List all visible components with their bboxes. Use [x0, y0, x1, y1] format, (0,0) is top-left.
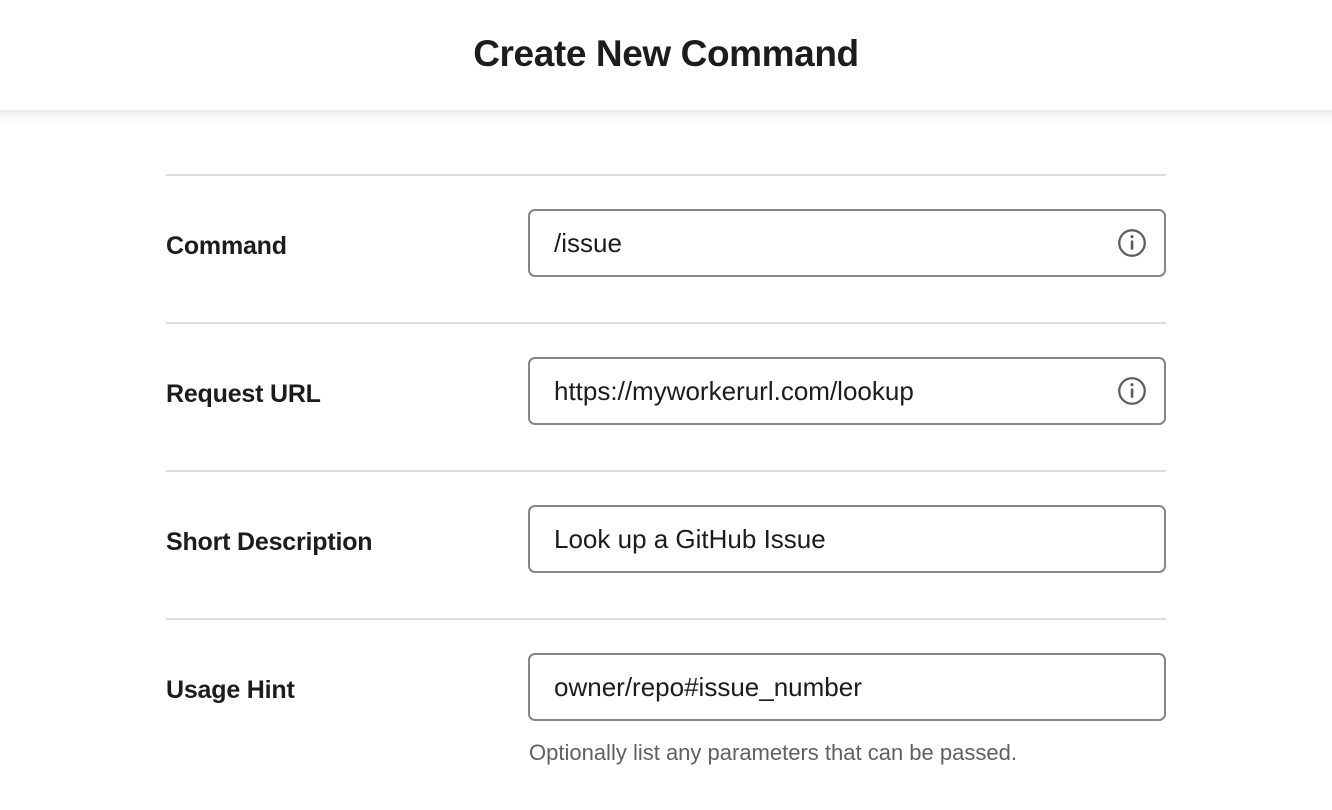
page-title: Create New Command: [473, 32, 859, 74]
input-wrapper-request-url: [528, 357, 1166, 425]
input-wrapper-short-description: [528, 505, 1166, 573]
form-row-request-url: Request URL: [166, 324, 1166, 470]
input-column: [528, 176, 1166, 277]
form-row-usage-hint: Usage Hint Optionally list any parameter…: [166, 620, 1166, 776]
modal-header: Create New Command: [0, 0, 1332, 124]
form-row-short-description: Short Description: [166, 472, 1166, 618]
input-column: [528, 472, 1166, 573]
field-label-request-url: Request URL: [166, 380, 321, 408]
input-column: Optionally list any parameters that can …: [528, 620, 1166, 766]
input-wrapper-usage-hint: [528, 653, 1166, 721]
request-url-input[interactable]: [528, 357, 1166, 425]
label-column: Request URL: [166, 324, 528, 409]
label-column: Command: [166, 176, 528, 261]
modal-body: Command Request URL: [0, 110, 1332, 776]
divider: [166, 322, 1166, 324]
field-label-usage-hint: Usage Hint: [166, 676, 295, 704]
input-wrapper-command: [528, 209, 1166, 277]
command-form: Command Request URL: [166, 174, 1166, 776]
command-input[interactable]: [528, 209, 1166, 277]
usage-hint-helper-text: Optionally list any parameters that can …: [529, 740, 1017, 765]
info-circle-icon[interactable]: [1117, 228, 1147, 258]
divider: [166, 470, 1166, 472]
divider: [166, 618, 1166, 620]
info-circle-icon[interactable]: [1117, 376, 1147, 406]
short-description-input[interactable]: [528, 505, 1166, 573]
divider: [166, 174, 1166, 176]
usage-hint-input[interactable]: [528, 653, 1166, 721]
input-column: [528, 324, 1166, 425]
label-column: Short Description: [166, 472, 528, 557]
field-label-short-description: Short Description: [166, 528, 373, 556]
label-column: Usage Hint: [166, 620, 528, 705]
form-row-command: Command: [166, 176, 1166, 322]
field-label-command: Command: [166, 232, 287, 260]
